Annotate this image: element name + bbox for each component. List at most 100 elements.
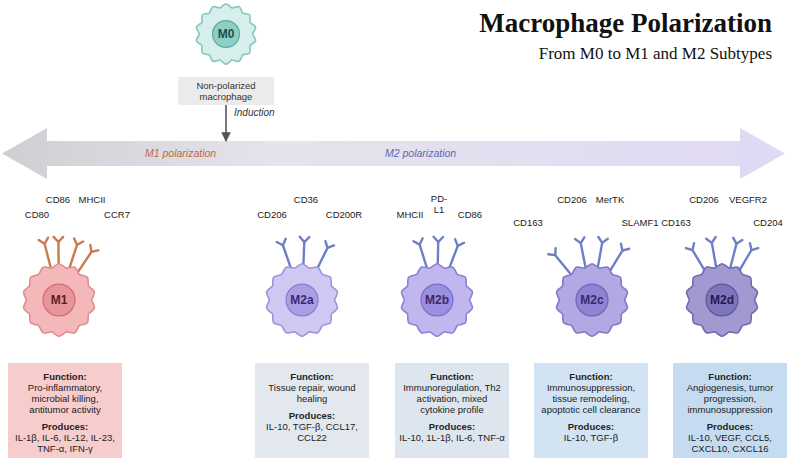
function-box: Function:Pro-inflammatory, microbial kil… <box>8 363 122 458</box>
section-heading: Function: <box>430 371 473 382</box>
receptor-label: CD36 <box>294 194 318 205</box>
induction-arrow <box>225 105 227 141</box>
polarization-axis: M1 polarizationM2 polarization <box>47 141 740 166</box>
receptor-arms <box>598 237 607 243</box>
receptor-arms <box>686 243 694 250</box>
receptor-label: SLAMF1 <box>622 217 659 228</box>
receptor-symbol <box>739 243 758 271</box>
cell-name: M2c <box>554 262 630 338</box>
receptor-arms <box>325 241 334 248</box>
state-label: Non-polarized macrophage <box>178 80 274 102</box>
receptor-symbol <box>300 237 310 266</box>
section-heading: Function: <box>708 371 751 382</box>
state-box: Non-polarized macrophage <box>178 77 274 105</box>
section-body: Angiogenesis, tumor progression, immunos… <box>677 382 783 415</box>
receptor-stalk <box>555 255 570 274</box>
receptor-stalk <box>598 243 602 267</box>
section-heading: Produces: <box>707 421 753 432</box>
receptor-stalk <box>302 242 305 266</box>
receptor-stalk <box>57 242 60 266</box>
section-body: Immunosuppression, tissue remodeling, ap… <box>538 382 644 415</box>
section-heading: Produces: <box>42 421 88 432</box>
subtitle: From M0 to M1 and M2 Subtypes <box>400 44 772 64</box>
receptor-arms <box>300 237 310 242</box>
section-heading: Produces: <box>429 421 475 432</box>
receptor-symbol <box>434 237 444 266</box>
function-box: Function:Immunosuppression, tissue remod… <box>534 363 648 458</box>
receptor-symbol <box>548 248 570 274</box>
receptor-arms <box>90 245 98 252</box>
cell-name: M2d <box>684 262 760 338</box>
receptor-arms <box>434 237 444 242</box>
receptor-label: CD163 <box>513 217 543 228</box>
receptor-label: PD-L1 <box>429 193 449 215</box>
cell-name: M2a <box>264 262 340 338</box>
receptor-label: VEGFR2 <box>729 194 767 205</box>
receptor-stalk <box>730 244 736 267</box>
section-heading: Produces: <box>568 421 614 432</box>
receptor-stalk <box>610 251 623 271</box>
axis-band <box>2 128 785 179</box>
receptor-label: MHCII <box>79 194 106 205</box>
receptor-arms <box>706 237 715 243</box>
receptor-symbol <box>575 237 585 266</box>
cell-name: M1 <box>21 262 97 338</box>
section-body: IL-10, TGF-β, CCL17, CCL22 <box>259 421 365 443</box>
receptor-symbol <box>78 245 98 272</box>
receptor-stalk <box>449 246 458 268</box>
receptor-symbol <box>414 238 427 267</box>
receptor-stalk <box>581 243 586 267</box>
function-box: Function:Immunoregulation, Th2 activatio… <box>395 363 509 458</box>
receptor-arms <box>575 237 584 243</box>
receptor-stalk <box>712 243 716 267</box>
receptor-stalk <box>70 245 77 268</box>
receptor-label: CD206 <box>257 209 287 220</box>
receptor-label: CD86 <box>46 194 70 205</box>
function-box: Function:Tissue repair, wound healingPro… <box>255 363 369 458</box>
receptor-symbol <box>317 241 334 269</box>
receptor-label: CD200R <box>326 209 362 220</box>
section-body: IL-1β, IL-6, IL-12, IL-23, TNF-α, IFN-γ <box>12 432 118 454</box>
section-heading: Function: <box>43 371 86 382</box>
section-heading: Function: <box>290 371 333 382</box>
receptor-label: CD80 <box>25 209 49 220</box>
receptor-stalk <box>693 250 705 271</box>
receptor-arms <box>548 248 555 255</box>
macrophage-cell: M2d <box>684 262 760 338</box>
receptor-stalk <box>283 245 291 268</box>
cell-name: M2b <box>399 262 475 338</box>
function-box: Function:Angiogenesis, tumor progression… <box>673 363 787 458</box>
receptor-label: CD86 <box>458 209 482 220</box>
receptor-stalk <box>45 244 51 267</box>
receptor-symbol <box>70 239 84 268</box>
macrophage-cell: M2a <box>264 262 340 338</box>
receptor-symbol <box>54 237 64 266</box>
section-body: Pro-inflammatory, microbial killing, ant… <box>12 382 118 415</box>
receptor-stalk <box>420 245 427 268</box>
receptor-symbol <box>449 239 464 268</box>
axis-label: M1 polarization <box>145 141 216 166</box>
receptor-label: CD204 <box>753 217 783 228</box>
receptor-label: CCR7 <box>104 209 130 220</box>
section-body: IL-10, VEGF, CCL5, CXCL10, CXCL16 <box>677 432 783 454</box>
receptor-symbol <box>277 239 291 268</box>
receptor-label: CD206 <box>689 194 719 205</box>
macrophage-cell: M2c <box>554 262 630 338</box>
macrophage-cell: M1 <box>21 262 97 338</box>
macrophage-cell: M0 <box>194 2 258 66</box>
receptor-arms <box>455 239 464 245</box>
edge-label: Induction <box>234 107 275 118</box>
receptor-arms <box>277 239 286 245</box>
receptor-symbol <box>598 237 608 267</box>
receptor-symbol <box>686 243 705 271</box>
receptor-label: MHCII <box>397 209 424 220</box>
section-body: IL-10, 1L-1β, IL-6, TNF-α <box>399 432 504 443</box>
receptor-stalk <box>437 242 440 266</box>
receptor-symbol <box>706 237 716 267</box>
receptor-stalk <box>78 252 91 272</box>
section-body: Immunoregulation, Th2 activation, mixed … <box>399 382 505 415</box>
receptor-label: MerTK <box>596 194 625 205</box>
receptor-symbol <box>610 244 629 271</box>
